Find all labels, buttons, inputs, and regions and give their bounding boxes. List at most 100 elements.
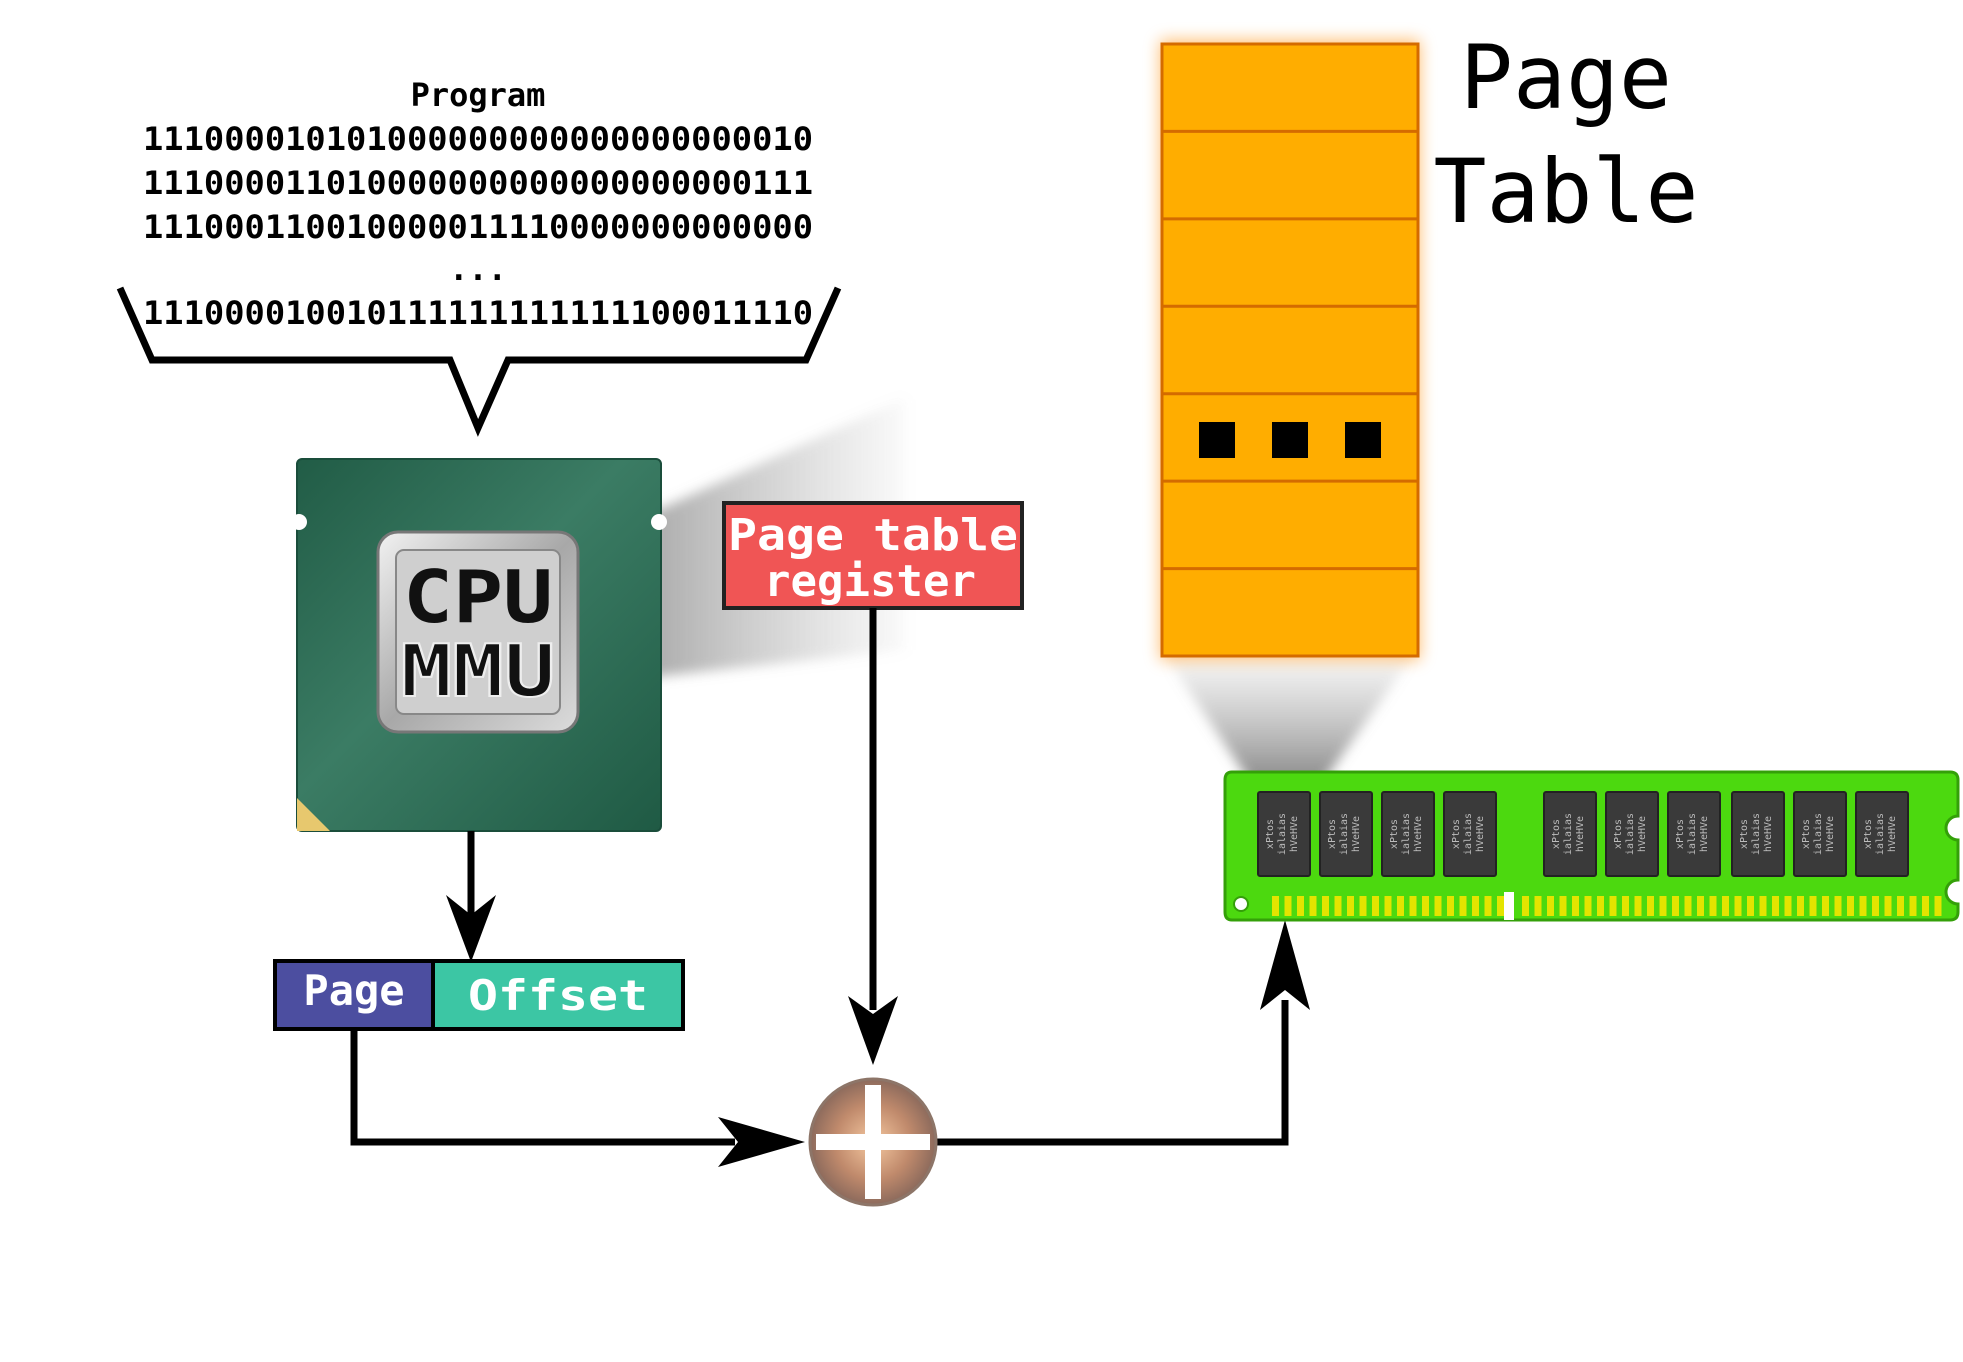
memory-chip-label: ialaias [1463,813,1474,855]
ram-pin [1634,896,1642,916]
cpu-chip: CPU MMU [291,458,667,832]
mmu-label: MMU [401,629,556,713]
program-line-2: 111000011010000000000000000000111 [143,164,813,202]
arrowhead-up-ram [1260,920,1310,1010]
memory-chip-label: ialaias [1751,813,1762,855]
memory-chip-label: xPtos [1389,819,1400,849]
memory-chip-label: hVeHVe [1289,816,1300,852]
memory-chip-label: hVeHVe [1351,816,1362,852]
memory-chip-label: xPtos [1265,819,1276,849]
ram-pin [1609,896,1617,916]
arrow-adder-to-ram [936,1000,1289,1146]
ram-pin [1534,896,1542,916]
program-title: Program [411,76,546,114]
ram-pin [1797,896,1804,916]
ram-pin [1859,896,1867,916]
ram-pin [1547,896,1554,916]
page-field [275,961,433,1029]
memory-chip-label: hVeHVe [1575,816,1586,852]
ram-pin [1772,896,1779,916]
ram-pin [1334,896,1342,916]
page-table-title-line-2: Table [1434,140,1699,243]
page-table [1160,40,1420,660]
ram-pin [1822,896,1829,916]
memory-chip-label: hVeHVe [1637,816,1648,852]
program-brace [116,286,842,437]
program-block: Program 11100001010100000000000000000001… [116,76,842,437]
ram-pin [1572,896,1579,916]
ram-pin [1784,896,1792,916]
arrows [350,608,1289,1146]
ram-pin [1884,896,1892,916]
page-table-rows [1162,129,1418,571]
ram-pin [1697,896,1704,916]
ram-pin [1659,896,1667,916]
arrowhead-down-adder [848,996,898,1065]
ram-pin [1472,896,1479,916]
ram-pin [1309,896,1317,916]
memory-chip-label: hVeHVe [1413,816,1424,852]
ram-pin [1922,896,1929,916]
memory-chip-label: xPtos [1551,819,1562,849]
offset-field-label: Offset [468,971,648,1020]
arrowheads [446,895,1310,1167]
virtual-address: Page Offset [273,959,685,1031]
ram-pin [1847,896,1854,916]
ram-pin [1484,896,1492,916]
ram-pin [1934,896,1942,916]
ram-pin [1722,896,1729,916]
ram-pin [1834,896,1842,916]
register-label-line-2: register [764,556,976,607]
arrowhead-right-adder [718,1117,805,1167]
ram-pin [1497,896,1504,916]
arrow-page-to-adder [350,1028,735,1146]
offset-field [433,961,683,1029]
program-ellipsis: ... [449,250,507,288]
memory-chip-label: xPtos [1451,819,1462,849]
memory-chip-label: ialaias [1339,813,1350,855]
memory-chip-label: xPtos [1863,819,1874,849]
memory-chip-label: hVeHVe [1825,816,1836,852]
ram-pin [1647,896,1654,916]
ram-pin [1597,896,1604,916]
ram-pin [1434,896,1442,916]
ellipsis-dot-2 [1272,422,1308,458]
memory-chip-label: ialaias [1563,813,1574,855]
ram-pin [1359,896,1367,916]
ram-pin [1909,896,1917,916]
memory-chip-label: ialaias [1875,813,1886,855]
ram-pin [1897,896,1904,916]
ram-pin [1672,896,1679,916]
program-line-last: 111000010010111111111111100011110 [143,294,813,332]
memory-chip-label: xPtos [1801,819,1812,849]
ram-pin [1622,896,1629,916]
ram-pin [1422,896,1429,916]
ram-pin [1384,896,1392,916]
page-table-register: Page table register [722,501,1024,610]
program-line-1: 111000010101000000000000000000010 [143,120,813,158]
memory-chip-label: hVeHVe [1763,816,1774,852]
ram-pin [1584,896,1592,916]
ram-pin [1459,896,1467,916]
ram-pin [1709,896,1717,916]
memory-chip-label: hVeHVe [1475,816,1486,852]
ellipsis-dot-1 [1199,422,1235,458]
ram-pin [1747,896,1754,916]
memory-chip-label: ialaias [1277,813,1288,855]
ram-pin [1322,896,1329,916]
memory-chip-label: xPtos [1613,819,1624,849]
ram-pin [1272,896,1279,916]
ram-pin [1734,896,1742,916]
ram-notch [1504,892,1514,920]
ram-pin [1347,896,1354,916]
